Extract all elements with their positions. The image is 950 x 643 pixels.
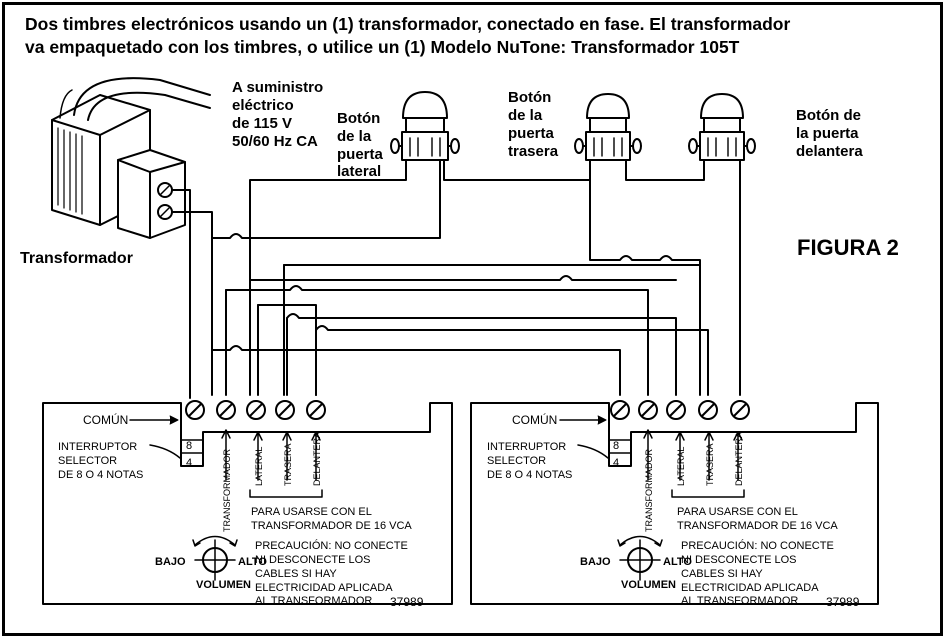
- side-button-line-4: lateral: [337, 163, 381, 180]
- chime1-four: 4: [186, 457, 192, 469]
- title-line-1: Dos timbres electrónicos usando un (1) t…: [25, 14, 791, 34]
- chime2-selector-3: DE 8 O 4 NOTAS: [487, 469, 572, 481]
- chime1-volume: VOLUMEN: [196, 579, 251, 591]
- chime1-caution-3: CABLES SI HAY: [255, 568, 337, 580]
- chime1-use-1: PARA USARSE CON EL: [251, 506, 372, 518]
- supply-line-3: de 115 V: [232, 115, 292, 132]
- chime1-caution-4: ELECTRICIDAD APLICADA: [255, 582, 393, 594]
- chime-2: [470, 400, 879, 605]
- chime2-caution-2: NI DESCONECTE LOS: [681, 554, 797, 566]
- supply-line-4: 50/60 Hz CA: [232, 133, 318, 150]
- wiring: [171, 159, 741, 399]
- chime2-four: 4: [613, 457, 619, 469]
- chime1-low: BAJO: [155, 556, 186, 568]
- chime-1: [42, 400, 453, 605]
- chime1-code: 37989: [390, 595, 424, 609]
- side-button-line-3: puerta: [337, 146, 384, 163]
- chime1-eight: 8: [186, 440, 192, 452]
- chime1-caution-2: NI DESCONECTE LOS: [255, 554, 371, 566]
- chime1-caution-5: AL TRANSFORMADOR: [255, 595, 372, 607]
- chime1-use-2: TRANSFORMADOR DE 16 VCA: [251, 520, 412, 532]
- side-button-line-1: Botón: [337, 110, 380, 127]
- chime1-selector-3: DE 8 O 4 NOTAS: [58, 469, 143, 481]
- rear-door-button: [574, 93, 642, 161]
- chime2-low: BAJO: [580, 556, 611, 568]
- chime1-terminal-trasera: TRASERA: [283, 443, 293, 486]
- title-line-2: va empaquetado con los timbres, o utilic…: [25, 37, 740, 57]
- chime1-terminal-delantera: DELANTERA: [312, 432, 322, 486]
- chime2-volume: VOLUMEN: [621, 579, 676, 591]
- chime2-high: ALTO: [663, 556, 692, 568]
- front-button-line-3: delantera: [796, 143, 863, 160]
- chime2-selector-2: SELECTOR: [487, 455, 546, 467]
- chime2-selector-1: INTERRUPTOR: [487, 441, 566, 453]
- chime1-high: ALTO: [238, 556, 267, 568]
- chime2-common-label: COMÚN: [512, 412, 557, 427]
- chime2-terminal-trasera: TRASERA: [705, 443, 715, 486]
- supply-line-2: eléctrico: [232, 97, 294, 114]
- chime2-caution-1: PRECAUCIÓN: NO CONECTE: [681, 539, 834, 552]
- chime1-terminal-lateral: LATERAL: [254, 447, 264, 486]
- chime2-caution-5: AL TRANSFORMADOR: [681, 595, 798, 607]
- chime2-terminal-delantera: DELANTERA: [734, 432, 744, 486]
- rear-button-line-1: Botón: [508, 89, 551, 106]
- side-button-line-2: de la: [337, 128, 372, 145]
- chime1-selector-1: INTERRUPTOR: [58, 441, 137, 453]
- chime2-eight: 8: [613, 440, 619, 452]
- rear-button-line-3: puerta: [508, 125, 555, 142]
- transformer-drawing: [51, 77, 211, 239]
- transformer-label: Transformador: [20, 250, 133, 267]
- chime1-common-label: COMÚN: [83, 412, 128, 427]
- chime2-use-2: TRANSFORMADOR DE 16 VCA: [677, 520, 838, 532]
- chime2-use-1: PARA USARSE CON EL: [677, 506, 798, 518]
- front-button-line-2: la puerta: [796, 125, 859, 142]
- chime2-code: 37989: [826, 595, 860, 609]
- chime2-caution-4: ELECTRICIDAD APLICADA: [681, 582, 819, 594]
- chime1-caution-1: PRECAUCIÓN: NO CONECTE: [255, 539, 408, 552]
- chime1-terminal-transformer: TRANSFORMADOR: [222, 449, 232, 533]
- chime2-terminal-transformer: TRANSFORMADOR: [644, 449, 654, 533]
- figure-label: FIGURA 2: [797, 235, 899, 260]
- chime2-terminal-lateral: LATERAL: [676, 447, 686, 486]
- front-button-line-1: Botón de: [796, 107, 861, 124]
- chime2-caution-3: CABLES SI HAY: [681, 568, 763, 580]
- chime1-selector-2: SELECTOR: [58, 455, 117, 467]
- supply-line-1: A suministro: [232, 79, 323, 96]
- rear-button-line-4: trasera: [508, 143, 559, 160]
- diagram-title: Dos timbres electrónicos usando un (1) t…: [25, 13, 945, 59]
- rear-button-line-2: de la: [508, 107, 543, 124]
- side-door-button: [390, 91, 460, 161]
- front-door-button: [688, 93, 756, 161]
